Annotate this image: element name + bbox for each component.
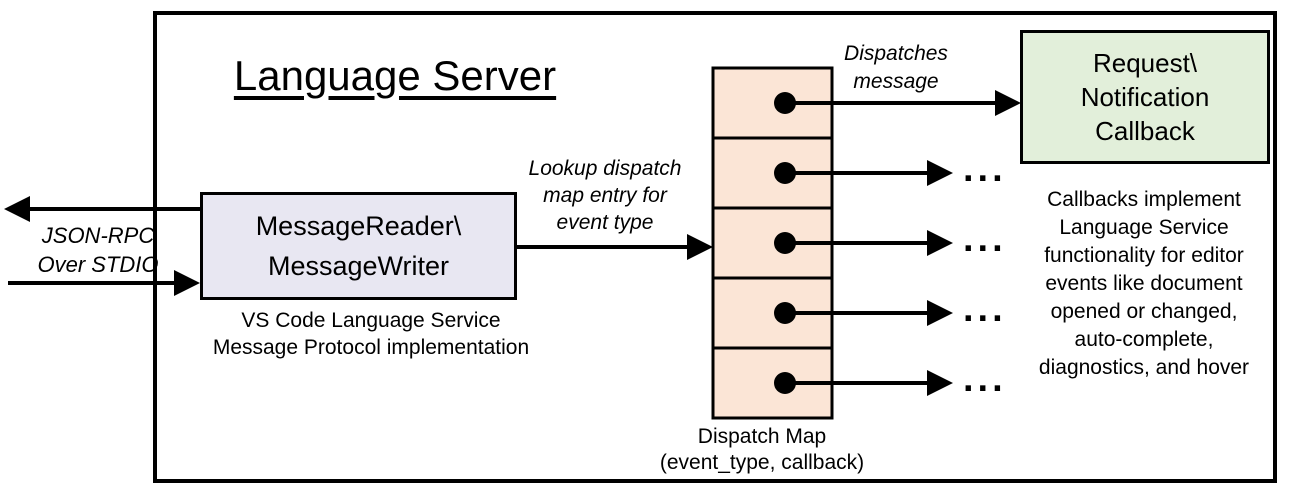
- dispatch-map-caption-line2: (event_type, callback): [659, 451, 865, 474]
- dispatch-map-caption-line1: Dispatch Map: [697, 425, 827, 448]
- ellipsis-marker: ...: [963, 148, 1007, 190]
- callbacks-note-line: events like document: [1045, 272, 1243, 295]
- dispatch-map-cell: [711, 136, 834, 210]
- reader-box-line1: MessageReader\: [255, 211, 462, 241]
- callbacks-note: Callbacks implement Language Service fun…: [1004, 186, 1284, 382]
- stdio-in-arrow: [8, 270, 200, 296]
- request-notification-callback-box: Request\ Notification Callback: [1020, 30, 1270, 164]
- callbacks-note-line: diagnostics, and hover: [1038, 356, 1250, 379]
- language-server-boundary-box: [153, 11, 1277, 483]
- reader-box-caption: VS Code Language Service Message Protoco…: [190, 307, 552, 361]
- lookup-label-line3: event type: [556, 211, 654, 234]
- lookup-arrow: [517, 234, 713, 260]
- stdio-out-arrow: [4, 196, 200, 222]
- callbacks-note-line: functionality for editor: [1044, 244, 1244, 267]
- dispatches-label-line1: Dispatches: [844, 42, 948, 65]
- dispatch-arrow: [785, 160, 953, 186]
- reader-caption-line1: VS Code Language Service: [241, 309, 501, 332]
- lookup-label-line1: Lookup dispatch: [528, 157, 682, 180]
- callbacks-note-line: Callbacks implement: [1047, 188, 1241, 211]
- message-reader-writer-box: MessageReader\ MessageWriter: [200, 192, 517, 300]
- callbacks-note-line: Language Service: [1059, 216, 1229, 239]
- dispatches-message-label: Dispatches message: [824, 40, 968, 96]
- callback-box-line2: Notification: [1080, 82, 1210, 112]
- callbacks-note-line: auto-complete,: [1074, 328, 1214, 351]
- callback-box-line3: Callback: [1095, 116, 1195, 146]
- json-rpc-label-line2: Over STDIO: [37, 252, 159, 277]
- dispatch-arrow: [785, 370, 953, 396]
- callbacks-note-line: opened or changed,: [1050, 300, 1238, 323]
- dispatch-arrow: [785, 230, 953, 256]
- ellipsis-marker: ...: [963, 288, 1007, 330]
- callback-box-line1: Request\: [1092, 48, 1198, 78]
- dispatch-map-caption: Dispatch Map (event_type, callback): [628, 424, 896, 476]
- reader-box-line2: MessageWriter: [267, 251, 450, 281]
- lookup-label-line2: map entry for: [543, 184, 667, 207]
- dispatch-arrow-to-callback: [785, 90, 1021, 116]
- diagram-title: Language Server: [233, 52, 557, 99]
- ellipsis-marker: ...: [963, 218, 1007, 260]
- dispatches-label-line2: message: [853, 70, 939, 93]
- dispatch-arrow: [785, 300, 953, 326]
- json-rpc-stdio-label: JSON-RPC Over STDIO: [24, 221, 172, 279]
- json-rpc-label-line1: JSON-RPC: [41, 223, 155, 248]
- reader-caption-line2: Message Protocol implementation: [212, 336, 530, 359]
- ellipsis-marker: ...: [963, 358, 1007, 400]
- lookup-dispatch-label: Lookup dispatch map entry for event type: [508, 155, 702, 236]
